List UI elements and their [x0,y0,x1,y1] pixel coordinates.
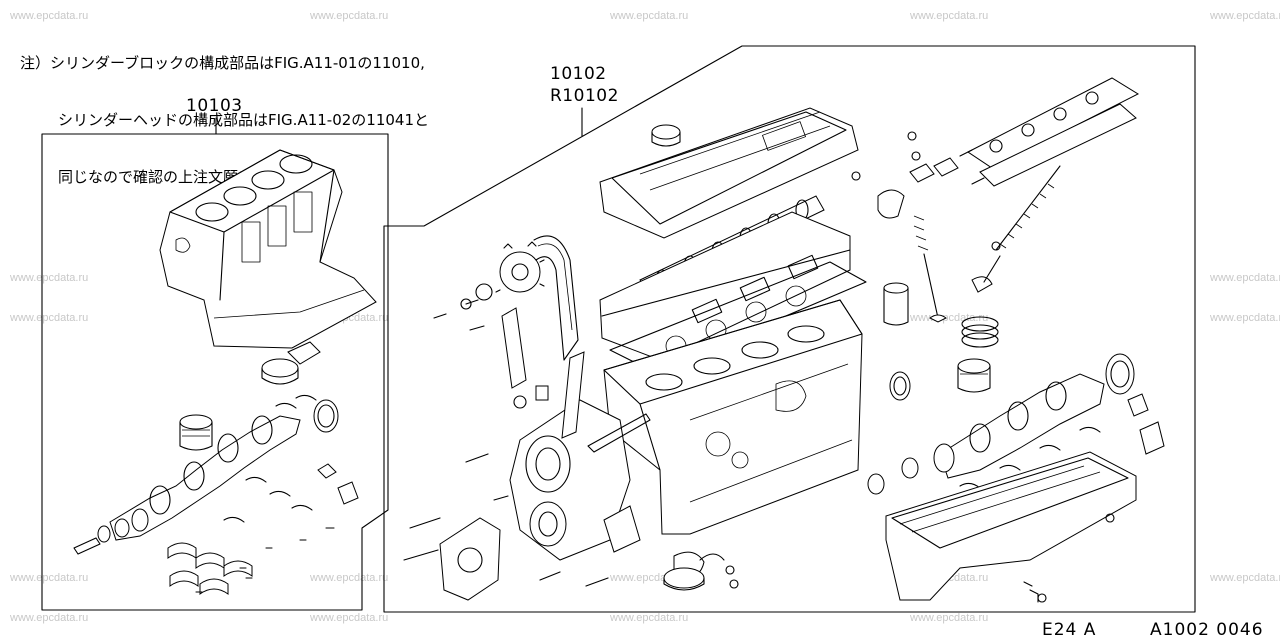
thrust-washers-short-block[interactable] [195,463,359,593]
watermark: www.epcdata.ru [610,612,689,624]
engine-code: E24 A [1042,620,1097,640]
water-pump[interactable] [439,517,501,601]
figure-code: A1002 0046 [1150,620,1264,640]
bearing-caps-engine[interactable] [959,393,1165,489]
watermark: www.epcdata.ru [910,312,989,324]
oil-pan[interactable] [885,451,1137,603]
main-bearings-short-block[interactable] [167,394,317,595]
note-line-1: 注）シリンダーブロックの構成部品はFIG.A11-01の11010, [20,54,425,72]
oil-strainer[interactable] [663,567,705,591]
rear-oil-seal-short-block[interactable] [313,399,339,433]
watermark: www.epcdata.ru [310,572,389,584]
watermark: www.epcdata.ru [1210,10,1280,22]
engine-assy-frame [383,45,1196,613]
cylinder-block[interactable] [159,149,377,349]
watermark: www.epcdata.ru [10,272,89,284]
rocker-arms[interactable] [851,131,959,219]
watermark: www.epcdata.ru [10,312,89,324]
watermark: www.epcdata.ru [10,612,89,624]
note-line-2: シリンダーヘッドの構成部品はFIG.A11-02の11041と [58,111,430,129]
watermark: www.epcdata.ru [610,10,689,22]
rocker-shaft-assembly[interactable] [959,77,1140,187]
front-oil-seal-engine[interactable] [867,371,919,495]
valves-intake-exhaust[interactable] [913,215,947,323]
timing-chain[interactable] [533,235,579,361]
chain-guide[interactable] [501,307,585,439]
watermark: www.epcdata.ru [310,612,389,624]
watermark: www.epcdata.ru [10,10,89,22]
watermark: www.epcdata.ru [10,572,89,584]
rear-oil-seal-engine[interactable] [1105,353,1135,395]
dipstick[interactable] [587,413,651,453]
rocker-cover[interactable] [599,107,859,239]
label-engine-assy-r[interactable]: R10102 [550,86,619,106]
label-short-block[interactable]: 10103 [186,96,243,116]
watermark: www.epcdata.ru [1210,572,1280,584]
cylinder-liner[interactable] [883,282,909,326]
piston-set-engine[interactable] [957,358,991,393]
piston-rings-engine[interactable] [961,316,999,348]
front-bolts[interactable] [403,283,609,587]
watermark: www.epcdata.ru [1210,312,1280,324]
valve-spring-set[interactable] [971,165,1061,293]
watermark: www.epcdata.ru [910,612,989,624]
parts-note: 注）シリンダーブロックの構成部品はFIG.A11-01の11010, シリンダー… [20,16,429,225]
crankshaft-engine[interactable] [933,373,1105,479]
watermark: www.epcdata.ru [310,10,389,22]
watermark: www.epcdata.ru [910,10,989,22]
label-engine-assy[interactable]: 10102 [550,64,607,84]
crankshaft-short-block[interactable] [73,415,301,555]
piston-set-short-block[interactable] [179,414,213,451]
cam-sprocket[interactable] [495,241,545,293]
short-block-frame [41,133,389,611]
engine-block[interactable] [603,299,863,535]
oil-pump[interactable] [261,341,321,385]
watermark: www.epcdata.ru [1210,272,1280,284]
